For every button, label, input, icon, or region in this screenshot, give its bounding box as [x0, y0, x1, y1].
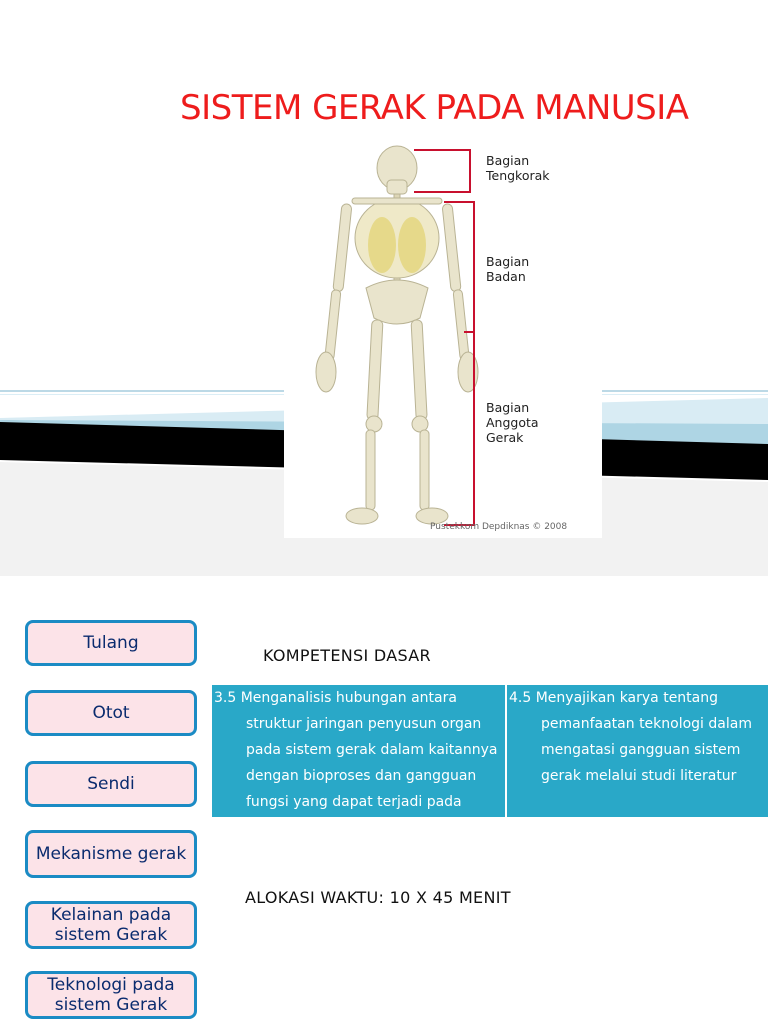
kd-right-box: 4.5 Menyajikan karya tentang pemanfaatan… [507, 685, 768, 817]
label-body: Bagian Badan [486, 254, 529, 284]
nav-button-sendi[interactable]: Sendi [25, 761, 197, 807]
label-limbs-line2: Anggota [486, 415, 539, 430]
kompetensi-heading: KOMPETENSI DASAR [263, 646, 431, 665]
label-head: Bagian Tengkorak [486, 153, 550, 183]
skeleton-illustration [315, 145, 479, 526]
limb-bracket [444, 332, 475, 526]
kd-left-text: 3.5 Menganalisis hubungan antara struktu… [214, 690, 498, 810]
slide-title: SISTEM GERAK PADA MANUSIA [0, 88, 768, 576]
nav-button-mekanisme-gerak[interactable]: Mekanisme gerak [25, 830, 197, 878]
label-body-line1: Bagian [486, 254, 530, 269]
image-credit: Pustekkom Depdiknas © 2008 [430, 522, 568, 532]
kd-right-text: 4.5 Menyajikan karya tentang pemanfaatan… [509, 690, 752, 784]
nav-button-kelainan[interactable]: Kelainan pada sistem Gerak [25, 901, 197, 949]
label-body-line2: Badan [486, 269, 526, 284]
alokasi-waktu: ALOKASI WAKTU: 10 X 45 MENIT [245, 888, 511, 907]
label-head-line2: Tengkorak [486, 168, 550, 183]
body-bracket [444, 201, 475, 333]
slide-kompetensi: Tulang Otot Sendi Mekanisme gerak Kelain… [0, 576, 768, 1024]
label-limbs: Bagian Anggota Gerak [486, 400, 539, 445]
nav-button-teknologi[interactable]: Teknologi pada sistem Gerak [25, 971, 197, 1019]
nav-button-tulang[interactable]: Tulang [25, 620, 197, 666]
label-limbs-line1: Bagian [486, 400, 530, 415]
label-head-line1: Bagian [486, 153, 530, 168]
nav-button-otot[interactable]: Otot [25, 690, 197, 736]
slide-title-text: SISTEM GERAK PADA MANUSIA [180, 88, 689, 128]
skeleton-figure [284, 140, 602, 538]
head-bracket [414, 149, 471, 193]
label-limbs-line3: Gerak [486, 430, 524, 445]
kd-left-box: 3.5 Menganalisis hubungan antara struktu… [212, 685, 505, 817]
